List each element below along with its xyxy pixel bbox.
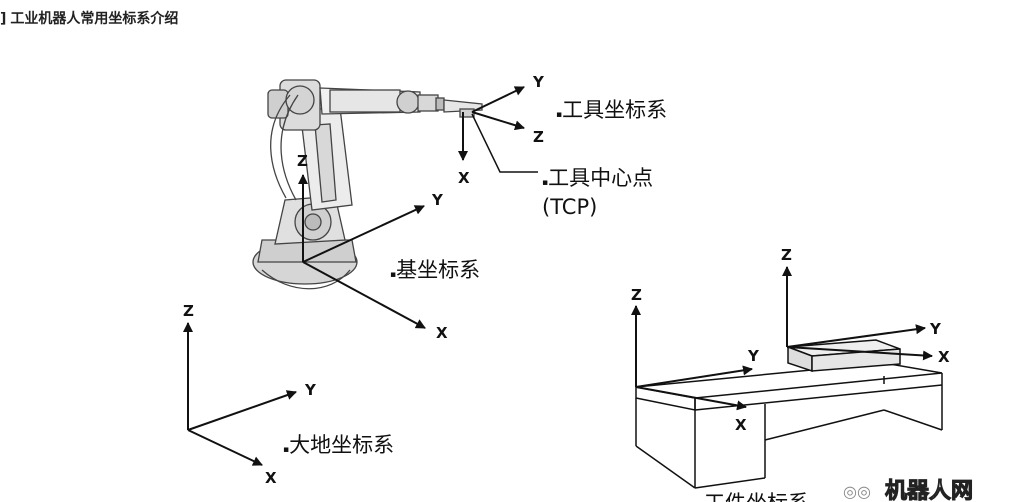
base-z-label: Z bbox=[297, 152, 308, 170]
user-y-axis bbox=[635, 365, 753, 388]
wechat-logo-icon: ◎◎ bbox=[843, 482, 871, 501]
tcp-label: ▪工具中心点 bbox=[542, 166, 653, 190]
world-x-label: X bbox=[265, 469, 277, 487]
workpiece-frame-label: 工件坐标系 bbox=[704, 491, 809, 502]
tool-z-label: Z bbox=[533, 128, 544, 146]
tool-frame-axes bbox=[458, 86, 525, 161]
tool-y-label: Y bbox=[532, 73, 545, 91]
title-text: 工业机器人常用坐标系介绍 bbox=[10, 11, 179, 27]
workpiece-x-label: X bbox=[938, 348, 950, 366]
workpiece-frame-axes bbox=[782, 266, 933, 361]
world-x-axis bbox=[187, 429, 263, 466]
world-frame-label: ▪大地坐标系 bbox=[283, 433, 394, 457]
workpiece-z-label: Z bbox=[781, 246, 792, 264]
world-frame-axes bbox=[183, 322, 297, 466]
user-x-label: X bbox=[735, 416, 747, 434]
tcp-leader-line bbox=[471, 113, 538, 173]
watermark: ◎◎ 机器人网 bbox=[843, 479, 974, 502]
watermark-text: 机器人网 bbox=[885, 479, 973, 502]
tool-z-axis bbox=[471, 111, 525, 131]
title-bracket: ] bbox=[0, 11, 7, 27]
user-y-label: Y bbox=[747, 347, 760, 365]
base-x-label: X bbox=[436, 324, 448, 342]
page-title: ]工业机器人常用坐标系介绍 bbox=[0, 8, 178, 28]
workpiece-y-axis bbox=[786, 324, 926, 348]
tool-y-axis bbox=[471, 86, 525, 113]
world-y-axis bbox=[187, 390, 297, 431]
tool-x-label: X bbox=[458, 169, 470, 187]
tool-frame-label: ▪工具坐标系 bbox=[556, 98, 667, 122]
base-frame-axes bbox=[298, 174, 426, 329]
user-frame-axes bbox=[631, 305, 753, 411]
base-y-axis bbox=[302, 205, 425, 263]
user-z-label: Z bbox=[631, 286, 642, 304]
base-frame-label: ▪基坐标系 bbox=[390, 258, 480, 282]
work-table-illustration bbox=[635, 339, 943, 489]
world-y-label: Y bbox=[304, 381, 317, 399]
base-y-label: Y bbox=[431, 191, 444, 209]
workpiece-y-label: Y bbox=[929, 320, 942, 338]
base-x-axis bbox=[302, 261, 426, 329]
user-x-axis bbox=[635, 386, 747, 411]
tcp-abbrev-label: (TCP) bbox=[542, 195, 597, 219]
workpiece-x-axis bbox=[786, 346, 933, 361]
world-z-label: Z bbox=[183, 302, 194, 320]
